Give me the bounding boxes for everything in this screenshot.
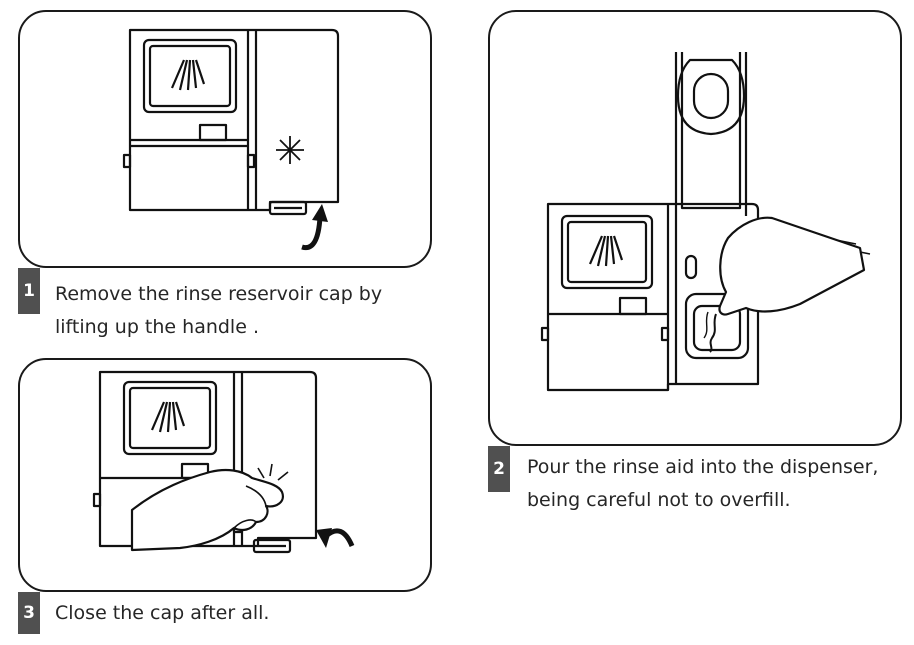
step-2-caption-line-1: Pour the rinse aid into the dispenser,: [527, 456, 879, 478]
step-1-caption-line-1: Remove the rinse reservoir cap by: [55, 283, 383, 305]
step-1-caption: Remove the rinse reservoir cap by liftin…: [55, 278, 435, 344]
step-3-illustration-panel: [18, 358, 432, 592]
step-3-caption: Close the cap after all.: [55, 597, 435, 630]
step-2-caption: Pour the rinse aid into the dispenser, b…: [527, 451, 912, 517]
step-2-number-tab: 2: [488, 446, 510, 492]
step-2-caption-line-2: being careful not to overfill.: [527, 489, 791, 511]
dispenser-open-handle-illustration: [122, 28, 340, 251]
step-1-caption-line-2: lifting up the handle .: [55, 316, 259, 338]
pouring-rinse-aid-illustration: [540, 52, 871, 392]
step-2-illustration-panel: [488, 10, 902, 446]
hand-closing-cap-illustration: [92, 370, 355, 554]
step-3-caption-line-1: Close the cap after all.: [55, 602, 270, 624]
step-1-illustration-panel: [18, 10, 432, 268]
step-3-number-tab: 3: [18, 592, 40, 634]
step-1-number-tab: 1: [18, 268, 40, 314]
